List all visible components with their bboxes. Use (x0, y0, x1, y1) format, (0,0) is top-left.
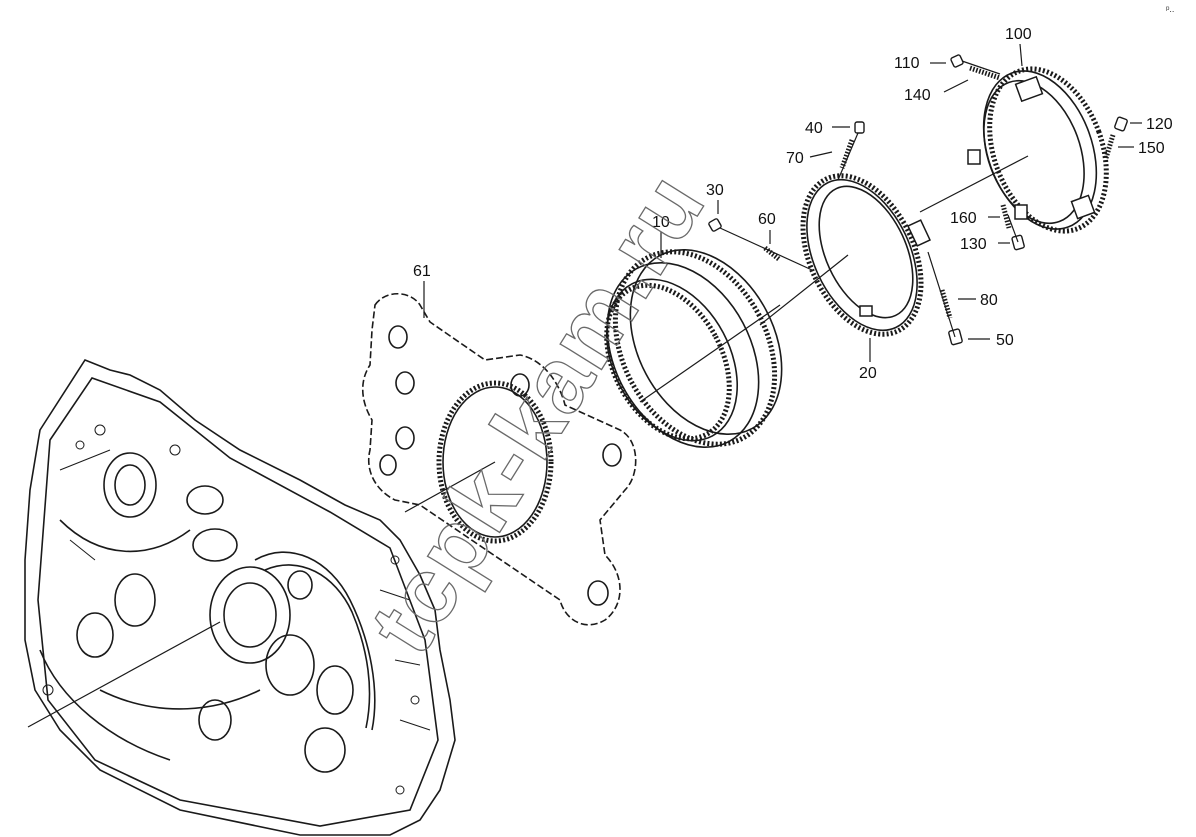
ring100-center-leader (919, 155, 1029, 213)
pin40-leader (837, 132, 859, 181)
pin50-leader (927, 251, 956, 338)
transmission-housing (24, 359, 456, 836)
callout-label-150: 150 (1138, 140, 1165, 157)
pin-130 (1011, 234, 1025, 251)
callout-label-120: 120 (1146, 116, 1173, 133)
spring-140 (969, 65, 1001, 81)
callout-label-110: 110 (894, 55, 920, 72)
housing-leader-line (27, 621, 221, 728)
ring-gear-center-leader (639, 304, 781, 403)
spring-70 (839, 139, 855, 169)
callout-label-140: 140 (904, 87, 931, 104)
pin-30 (708, 218, 722, 232)
callout-label-70: 70 (786, 150, 804, 167)
watermark-text: tcpk-kam.ru (350, 156, 725, 671)
ring20-center-leader (759, 254, 849, 326)
callout-label-50: 50 (996, 332, 1014, 349)
spring-150 (1103, 134, 1116, 159)
callout-label-30: 30 (706, 182, 724, 199)
callout-label-60: 60 (758, 211, 776, 228)
gasket-plate (361, 292, 637, 626)
callout-label-61: 61 (413, 263, 431, 280)
synchronizer-ring-20 (800, 173, 931, 337)
callout-label-10: 10 (652, 214, 670, 231)
synchronizer-ring-100 (967, 66, 1109, 234)
ring-gear (604, 248, 783, 449)
spring-80 (939, 289, 953, 319)
callout-100-dash (1019, 43, 1023, 67)
callout-label-80: 80 (980, 292, 998, 309)
callout-label-20: 20 (859, 365, 877, 382)
pin-50 (948, 328, 963, 346)
pin-120 (1114, 116, 1128, 132)
callout-label-100: 100 (1005, 26, 1032, 43)
callout-label-130: 130 (960, 236, 987, 253)
pin30-leader (719, 227, 813, 271)
spring-160 (1000, 204, 1012, 229)
callout-70-dash (809, 151, 833, 158)
gasket-center-leader (404, 461, 496, 513)
pin110-leader (961, 60, 1001, 75)
pin-40 (854, 121, 865, 134)
callout-140-dash (943, 79, 969, 93)
pin130-leader (1007, 214, 1019, 243)
corner-mark: ᵖ.. (1166, 4, 1174, 14)
pin-110 (950, 54, 964, 68)
callout-label-40: 40 (805, 120, 823, 137)
callout-label-160: 160 (950, 210, 977, 227)
